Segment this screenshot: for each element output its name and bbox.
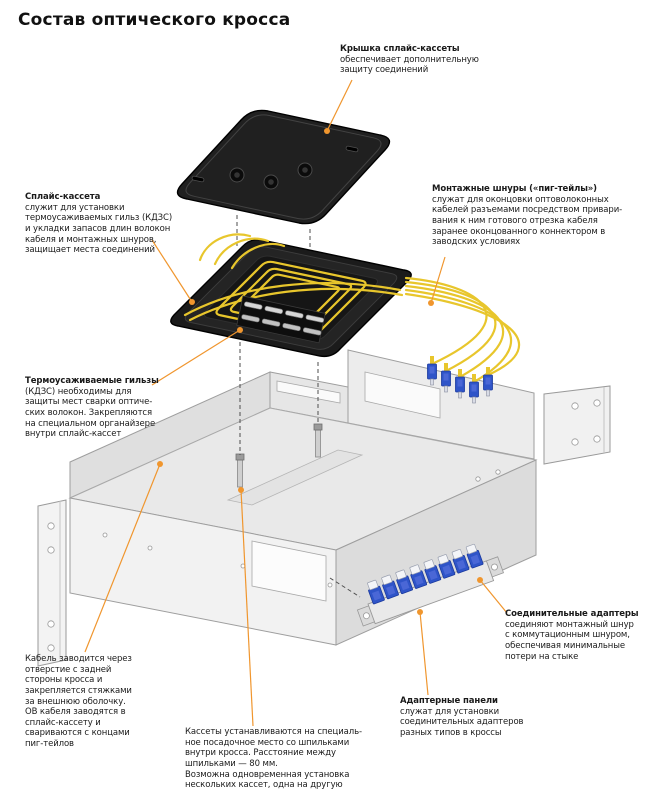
leader-dot (477, 577, 483, 583)
annotation-pigtails: Монтажные шнуры («пиг-тейлы») служат для… (432, 184, 644, 248)
leader-line (151, 329, 241, 386)
leader-line (151, 239, 193, 303)
leader-dot (324, 128, 330, 134)
ear-hole (593, 435, 601, 443)
floor-hole (475, 476, 481, 482)
annotation-cable: Кабель заводится через отверстие с задне… (25, 654, 170, 750)
fiber-loops (183, 233, 404, 336)
ear-hole (571, 438, 579, 446)
leader-lines (84, 79, 508, 727)
leader-dot (417, 609, 423, 615)
leader-dot (238, 487, 244, 493)
page-title: Состав оптического кросса (18, 10, 291, 30)
ear-hole (593, 399, 601, 407)
annotation-splice-cassette-body: служит для установки термоусаживаемых ги… (25, 202, 173, 256)
annotation-adapters-body: соединяют монтажный шнур с коммутационны… (505, 619, 634, 662)
annotation-splice-cassette: Сплайс-кассета служит для установки терм… (25, 192, 190, 256)
front-hole (147, 545, 153, 551)
cable-entry-hole (364, 371, 441, 419)
annotation-adapter-panels-heading: Адаптерные панели (400, 696, 498, 706)
leader-dot (237, 327, 243, 333)
ear-hole (47, 620, 55, 628)
annotation-sleeves-heading: Термоусаживаемые гильзы (25, 376, 159, 386)
annotation-cassette-mounting: Кассеты устанавливаются на специаль- ное… (185, 727, 410, 791)
cover-standoffs (229, 162, 313, 190)
leader-line (479, 579, 508, 614)
sc-connector (483, 367, 493, 397)
left-mounting-ear (37, 499, 67, 667)
leader-line (326, 79, 353, 132)
ear-hole (47, 644, 55, 652)
splice-cassette-illustration (170, 233, 412, 358)
leader-dot (157, 461, 163, 467)
leader-line (430, 256, 446, 304)
leader-dot (428, 300, 434, 306)
leader-line (84, 463, 161, 653)
annotation-pigtails-body: служат для оконцовки оптоволоконных кабе… (432, 194, 623, 248)
right-mounting-ear (543, 385, 611, 465)
sc-connector (469, 374, 479, 404)
splice-sleeves (236, 295, 326, 344)
adapter-panel-illustration (356, 543, 505, 627)
adapter-panel-strip (367, 560, 495, 625)
back-wall-slot (276, 380, 341, 404)
front-hole (102, 532, 108, 538)
cover-slot (345, 145, 359, 153)
floor-hole (495, 469, 501, 475)
annotation-cassette-mounting-body: Кассеты устанавливаются на специаль- ное… (185, 727, 362, 791)
ear-hole (47, 546, 55, 554)
adapter-panel-cutout (251, 540, 327, 602)
annotation-cable-body: Кабель заводится через отверстие с задне… (25, 654, 132, 749)
annotation-cover-body: обеспечивает дополнительную защиту соеди… (340, 54, 479, 76)
ear-hole (47, 522, 55, 530)
annotation-splice-cassette-heading: Сплайс-кассета (25, 192, 101, 202)
annotation-pigtails-heading: Монтажные шнуры («пиг-тейлы») (432, 184, 597, 194)
sc-connector (427, 356, 437, 386)
annotation-adapters: Соединительные адаптеры соединяют монтаж… (505, 609, 647, 662)
ear-hole (571, 402, 579, 410)
chassis-front-wall (69, 497, 337, 646)
front-hole (327, 582, 333, 588)
leader-line (240, 489, 254, 727)
cassette-mount-plate (226, 449, 364, 506)
leader-dot (189, 299, 195, 305)
annotation-adapter-panels: Адаптерные панели служат для установки с… (400, 696, 555, 739)
annotation-sleeves: Термоусаживаемые гильзы (КДЗС) необходим… (25, 376, 185, 440)
annotation-adapter-panels-body: служат для установки соединительных адап… (400, 706, 524, 738)
chassis-illustration (37, 349, 611, 667)
mounting-studs (235, 423, 323, 488)
alignment-dashes (236, 215, 361, 598)
annotation-adapters-heading: Соединительные адаптеры (505, 609, 639, 619)
cover-illustration (176, 109, 391, 225)
cover-slot (191, 175, 205, 183)
annotation-cover-heading: Крышка сплайс-кассеты (340, 44, 460, 54)
sc-connector (455, 369, 465, 399)
pigtails-illustration (404, 276, 521, 404)
annotation-sleeves-body: (КДЗС) необходимы для защиты мест сварки… (25, 386, 156, 440)
leader-line (419, 611, 429, 696)
sc-adapter-row (367, 543, 484, 605)
annotation-cover: Крышка сплайс-кассеты обеспечивает допол… (340, 44, 515, 76)
sc-connector (441, 363, 451, 393)
